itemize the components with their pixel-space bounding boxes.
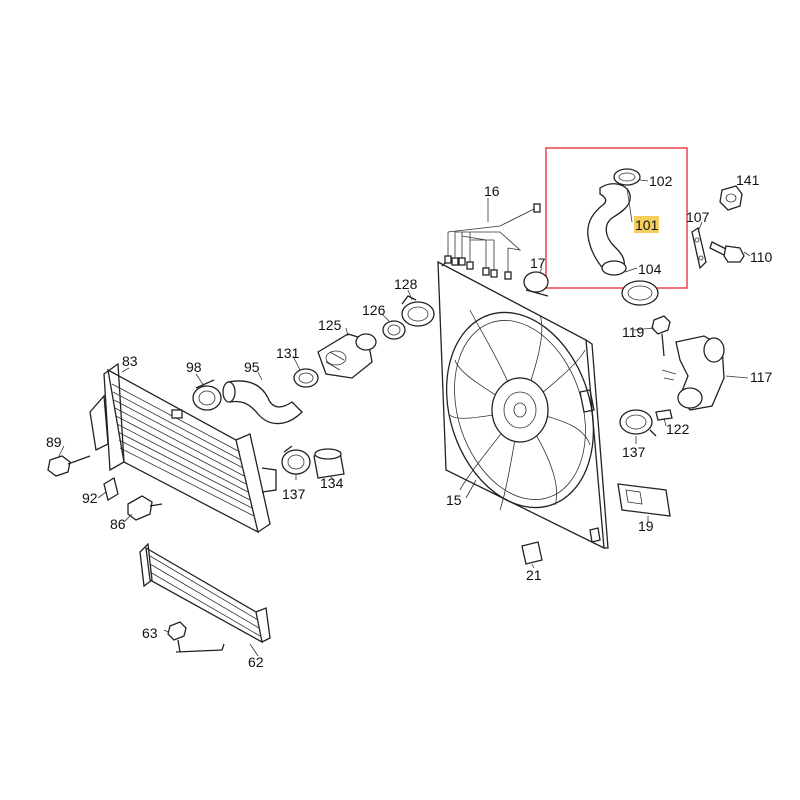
label-95[interactable]: 95: [244, 359, 260, 375]
label-15[interactable]: 15: [446, 492, 462, 508]
clamp-137-right[interactable]: [619, 409, 657, 437]
clamp-131[interactable]: [293, 368, 319, 388]
bolt-63[interactable]: [167, 621, 187, 653]
label-101-highlight: [634, 216, 659, 233]
label-83[interactable]: 83: [122, 353, 138, 369]
label-92[interactable]: 92: [82, 490, 98, 506]
label-126[interactable]: 126: [362, 302, 386, 318]
sensor-86[interactable]: [127, 495, 163, 521]
bracket-19[interactable]: [617, 483, 671, 517]
label-125[interactable]: 125: [318, 317, 342, 333]
label-89[interactable]: 89: [46, 434, 62, 450]
hose-95[interactable]: [222, 380, 303, 425]
label-21[interactable]: 21: [526, 567, 542, 583]
label-104[interactable]: 104: [638, 261, 662, 277]
label-17[interactable]: 17: [530, 255, 546, 271]
label-137-right[interactable]: 137: [622, 444, 646, 460]
oil-cooler-62[interactable]: [139, 542, 271, 653]
intercooler-83[interactable]: [89, 362, 277, 534]
rubber-mount-141[interactable]: [719, 185, 743, 211]
leader-lines: [57, 179, 751, 657]
wire-harness-16[interactable]: [444, 203, 541, 280]
label-119[interactable]: 119: [622, 324, 645, 340]
label-62[interactable]: 62: [248, 654, 264, 670]
label-19[interactable]: 19: [638, 518, 654, 534]
bolt-110[interactable]: [709, 241, 745, 263]
label-141[interactable]: 141: [736, 172, 760, 188]
label-122[interactable]: 122: [666, 421, 690, 437]
highlight-box: [545, 147, 688, 289]
seal-ring-126[interactable]: [382, 320, 406, 340]
clip-21[interactable]: [521, 541, 543, 565]
clip-122[interactable]: [655, 409, 673, 421]
label-16[interactable]: 16: [484, 183, 500, 199]
label-63[interactable]: 63: [142, 625, 158, 641]
clip-17[interactable]: [523, 271, 549, 297]
label-98[interactable]: 98: [186, 359, 202, 375]
bolt-89[interactable]: [47, 455, 91, 477]
label-86[interactable]: 86: [110, 516, 126, 532]
label-101[interactable]: 101: [635, 217, 659, 233]
label-131[interactable]: 131: [276, 345, 300, 361]
pipe-117[interactable]: [661, 335, 725, 411]
label-117[interactable]: 117: [750, 369, 773, 385]
label-110[interactable]: 110: [750, 249, 773, 265]
clamp-98[interactable]: [192, 379, 222, 411]
bracket-107[interactable]: [691, 226, 707, 270]
label-107[interactable]: 107: [686, 209, 710, 225]
part-labels: 102 101 104 141 107 110 16 17 128 126 12…: [46, 172, 773, 670]
fan-shroud-15[interactable]: [423, 260, 618, 550]
label-128[interactable]: 128: [394, 276, 418, 292]
bolt-119[interactable]: [651, 315, 671, 357]
connector-flange-125[interactable]: [317, 333, 377, 379]
label-137-left[interactable]: 137: [282, 486, 306, 502]
clamp-137-left[interactable]: [281, 445, 311, 475]
label-102[interactable]: 102: [649, 173, 673, 189]
clamp-128[interactable]: [401, 295, 435, 327]
hose-101-part[interactable]: [587, 168, 659, 306]
clip-92[interactable]: [103, 476, 119, 502]
label-134[interactable]: 134: [320, 475, 344, 491]
hose-sleeve-134[interactable]: [313, 448, 345, 479]
